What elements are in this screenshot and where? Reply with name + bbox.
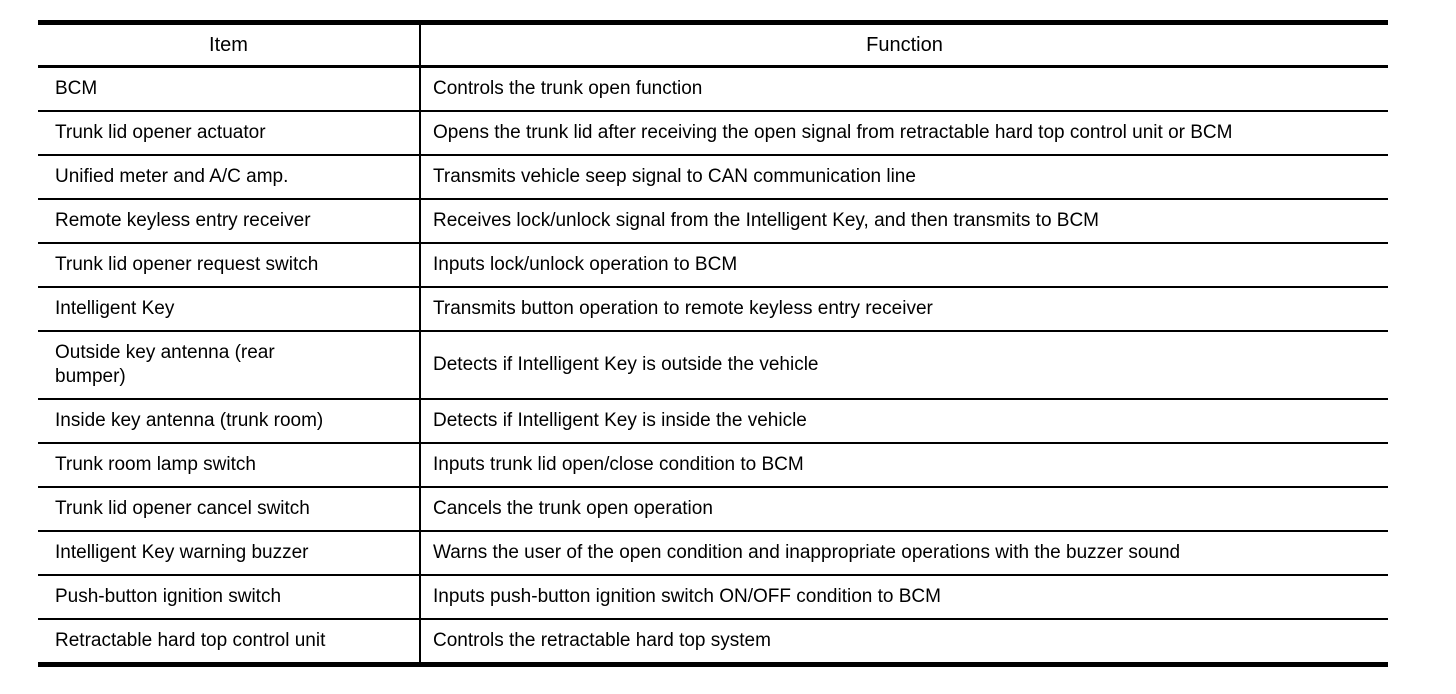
item-cell: Remote keyless entry receiver — [38, 198, 420, 243]
item-cell: Trunk lid opener actuator — [38, 110, 420, 155]
item-cell: Outside key antenna (rear bumper) — [38, 330, 420, 399]
table-row: Retractable hard top control unit Contro… — [38, 618, 1388, 665]
item-cell: Retractable hard top control unit — [38, 618, 420, 665]
table-row: Remote keyless entry receiver Receives l… — [38, 198, 1388, 243]
table-row: Trunk lid opener request switch Inputs l… — [38, 242, 1388, 287]
item-cell: Trunk lid opener request switch — [38, 242, 420, 287]
function-cell: Cancels the trunk open operation — [419, 486, 1388, 531]
item-cell: BCM — [38, 65, 420, 111]
item-cell: Intelligent Key warning buzzer — [38, 530, 420, 575]
item-cell: Trunk lid opener cancel switch — [38, 486, 420, 531]
table-row: Trunk room lamp switch Inputs trunk lid … — [38, 442, 1388, 487]
function-cell: Controls the retractable hard top system — [419, 618, 1388, 665]
item-cell: Unified meter and A/C amp. — [38, 154, 420, 199]
function-cell: Inputs trunk lid open/close condition to… — [419, 442, 1388, 487]
item-cell: Intelligent Key — [38, 286, 420, 331]
function-cell: Inputs lock/unlock operation to BCM — [419, 242, 1388, 287]
function-cell: Controls the trunk open function — [419, 65, 1388, 111]
table-row: Push-button ignition switch Inputs push-… — [38, 574, 1388, 619]
table-row: Intelligent Key Transmits button operati… — [38, 286, 1388, 331]
header-row: Item Function — [38, 22, 1388, 68]
table-row: BCM Controls the trunk open function — [38, 65, 1388, 111]
column-header-item: Item — [38, 22, 420, 68]
function-cell: Detects if Intelligent Key is outside th… — [419, 330, 1388, 399]
table-row: Unified meter and A/C amp. Transmits veh… — [38, 154, 1388, 199]
function-cell: Inputs push-button ignition switch ON/OF… — [419, 574, 1388, 619]
table-header: Item Function — [38, 22, 1388, 68]
item-cell: Push-button ignition switch — [38, 574, 420, 619]
item-cell: Inside key antenna (trunk room) — [38, 398, 420, 443]
table-row: Intelligent Key warning buzzer Warns the… — [38, 530, 1388, 575]
function-cell: Receives lock/unlock signal from the Int… — [419, 198, 1388, 243]
table-body: BCM Controls the trunk open function Tru… — [38, 65, 1388, 665]
column-header-function: Function — [419, 22, 1388, 68]
item-function-table: Item Function BCM Controls the trunk ope… — [38, 20, 1388, 667]
table-row: Trunk lid opener actuator Opens the trun… — [38, 110, 1388, 155]
function-cell: Detects if Intelligent Key is inside the… — [419, 398, 1388, 443]
function-cell: Transmits button operation to remote key… — [419, 286, 1388, 331]
table-row: Inside key antenna (trunk room) Detects … — [38, 398, 1388, 443]
function-cell: Opens the trunk lid after receiving the … — [419, 110, 1388, 155]
function-cell: Warns the user of the open condition and… — [419, 530, 1388, 575]
item-cell: Trunk room lamp switch — [38, 442, 420, 487]
table-row: Outside key antenna (rear bumper) Detect… — [38, 330, 1388, 399]
table-row: Trunk lid opener cancel switch Cancels t… — [38, 486, 1388, 531]
function-cell: Transmits vehicle seep signal to CAN com… — [419, 154, 1388, 199]
